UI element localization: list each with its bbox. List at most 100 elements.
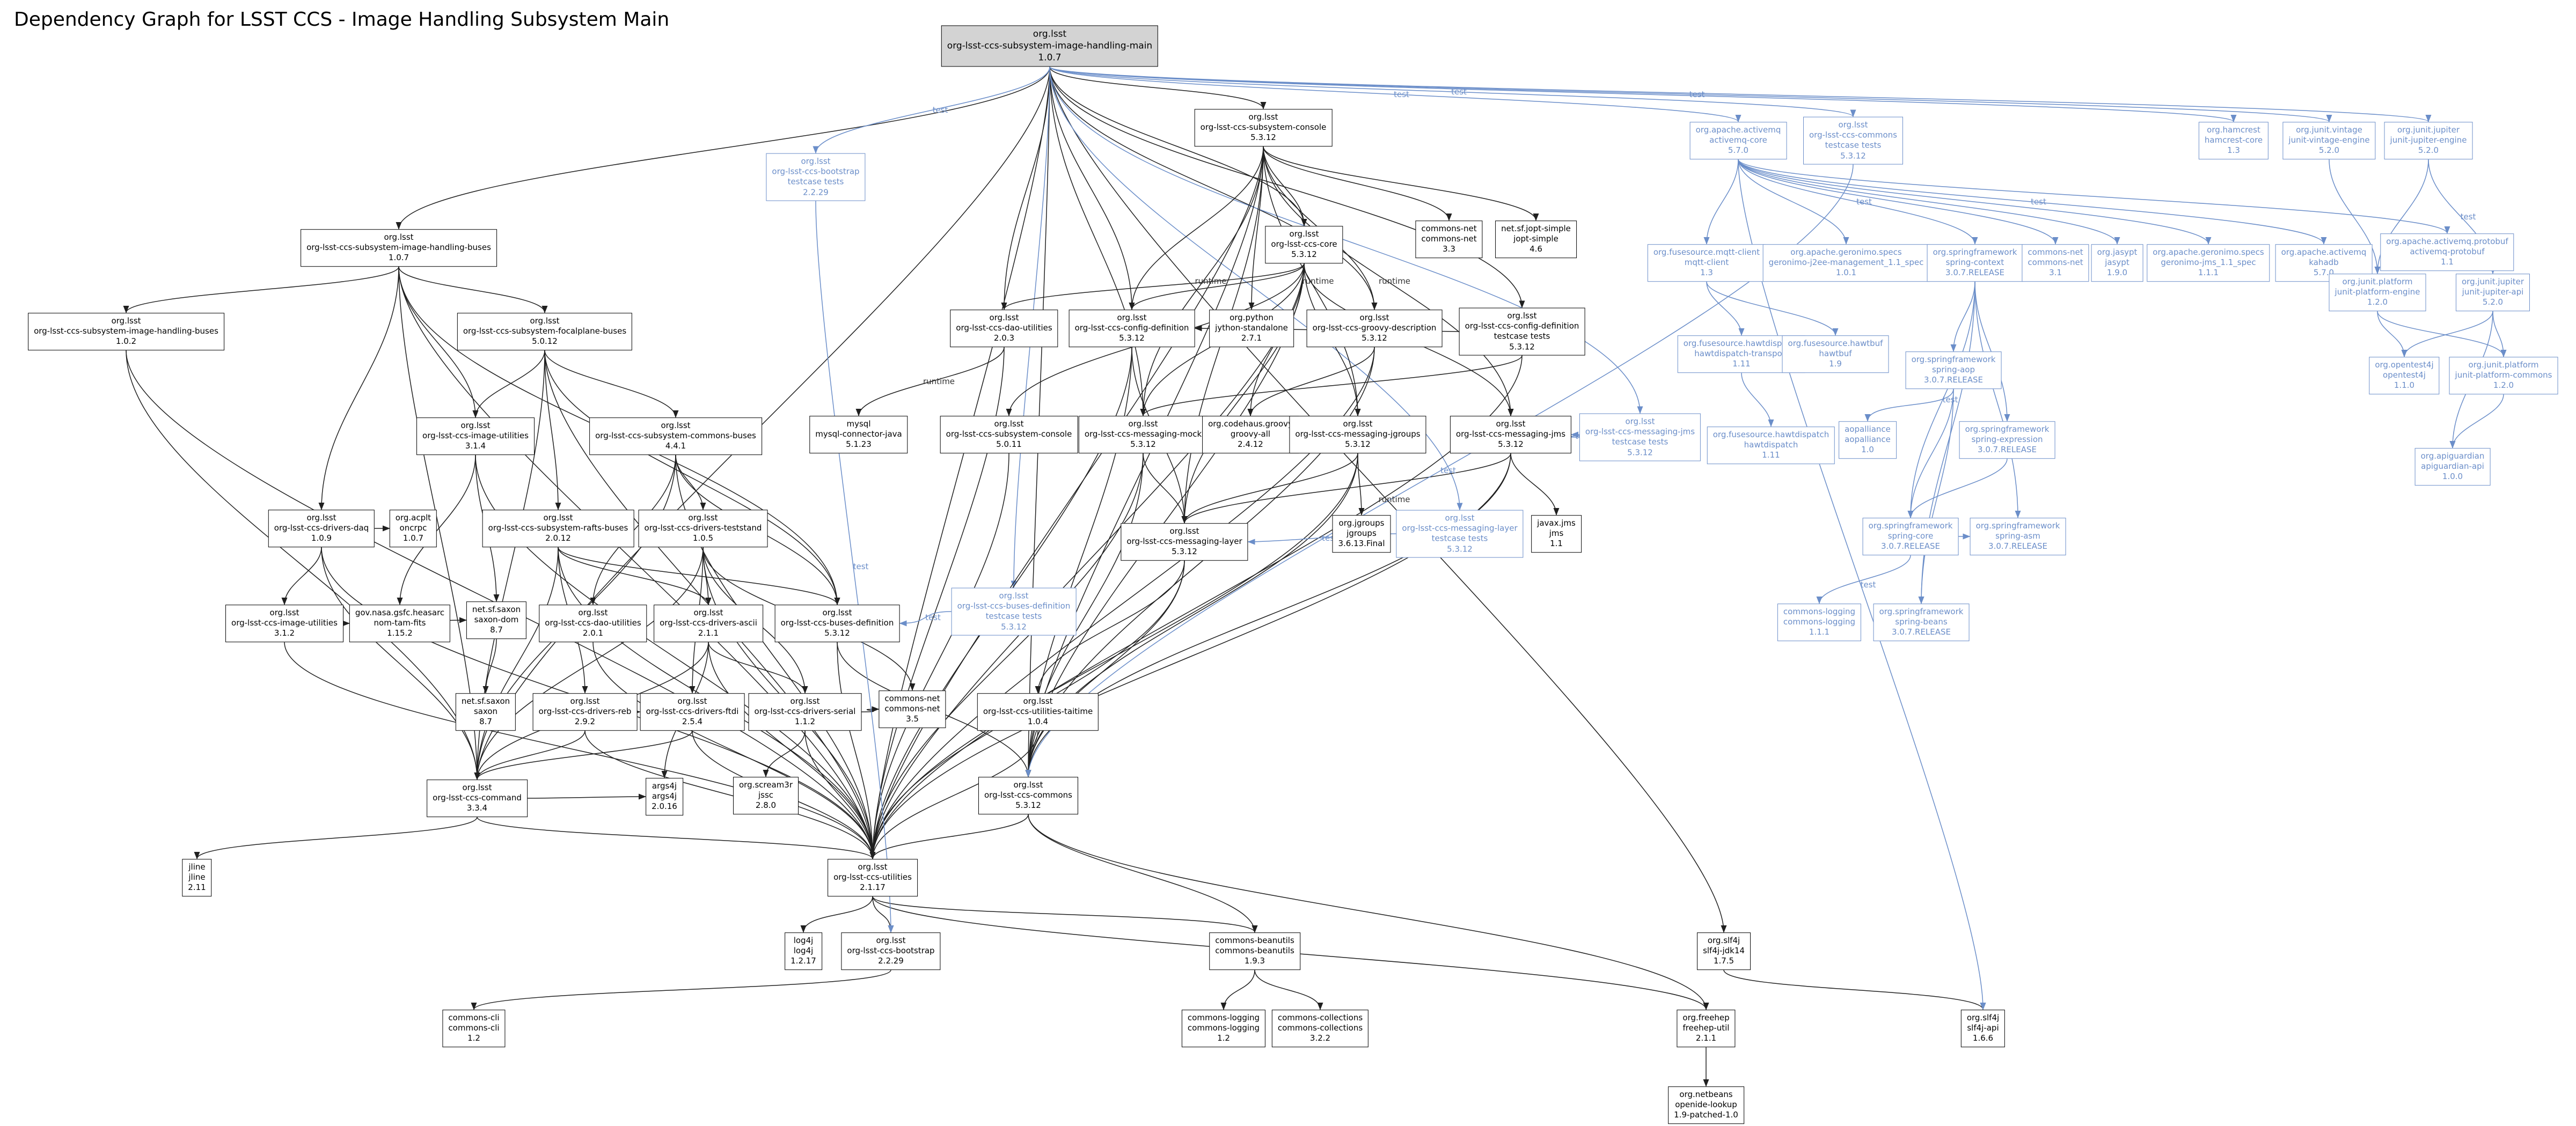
node-label-line: 3.3.4 [466, 803, 488, 813]
node-label-line: args4j [652, 781, 677, 791]
node-label-line: jasypt [2105, 257, 2129, 268]
node-label-line: hawtdispatch-transport [1694, 349, 1789, 359]
edge-activemq-spring_context [1738, 159, 1978, 245]
node-label-line: kahadb [2309, 257, 2339, 268]
node-label-line: org.springframework [1965, 424, 2050, 435]
node-label-line: org-lsst-ccs-command [433, 793, 522, 803]
node-label-line: 8.7 [490, 625, 503, 635]
edge-drivers_serial-utilities [804, 730, 876, 859]
node-label-line: org.lsst [462, 783, 492, 793]
node-label-line: testcase tests [1612, 437, 1668, 447]
node-label-line: 1.1 [2441, 257, 2454, 267]
edge-main-config_definition [1049, 67, 1135, 310]
node-label-line: org.lsst [999, 591, 1029, 601]
node-label-line: commons-beanutils [1215, 946, 1294, 956]
node-label-line: org.netbeans [1679, 1090, 1733, 1100]
edge-spring_context-spring_expression [1974, 281, 2010, 422]
edge-messaging_jgroups-messaging_layer [1181, 453, 1358, 524]
node-label-line: 1.2.17 [791, 956, 816, 966]
edge-console-config_definition [1129, 146, 1264, 310]
node-label-line: org-lsst-ccs-groovy-description [1312, 323, 1437, 333]
node-label-line: org-lsst-ccs-subsystem-image-handling-bu… [34, 326, 218, 336]
node-label-line: org.slf4j [1707, 936, 1740, 946]
node-label-line: 2.0.3 [993, 333, 1015, 343]
node-label-line: 2.1.1 [698, 628, 719, 638]
node-label-line: 2.0.1 [582, 628, 604, 638]
node-label-line: org.lsst [1445, 513, 1475, 523]
node-label-line: org.junit.vintage [2296, 125, 2362, 135]
node-label-line: org-lsst-ccs-bootstrap [772, 166, 860, 176]
node-label-line: testcase tests [1825, 141, 1882, 150]
node-label-line: aopalliance [1845, 424, 1891, 435]
node-label-line: nom-tam-fits [374, 618, 426, 628]
edge-activemq-kahadb [1738, 159, 2327, 245]
node-label-line: 2.8.0 [755, 800, 777, 811]
node-label-line: 3.5 [906, 714, 919, 724]
edge-console_5011-utilities [869, 453, 1009, 859]
edge-bootstrap_tests-bootstrap [815, 201, 894, 933]
edge-focalplane_buses-buses_definition [544, 350, 840, 605]
edge-bootstrap-commons_cli [471, 969, 891, 1010]
node-label-line: org.lsst [1013, 780, 1043, 790]
node-label-line: org.python [1230, 313, 1274, 323]
node-label-line: org.lsst [693, 608, 723, 618]
edge-console-utilities [869, 146, 1264, 859]
edge-spring_context-spring_asm [1974, 281, 2021, 518]
node-label-line: 5.3.12 [1840, 151, 1866, 161]
edge-console-jopt_simple [1263, 146, 1539, 221]
edge-junit_jupiter_api-opentest4j [2401, 311, 2493, 357]
edge-label-test: test [2031, 197, 2046, 207]
node-label-line: org-lsst-ccs-bootstrap [847, 946, 935, 956]
edge-ihb_buses_107-utilities [398, 266, 876, 859]
node-label-line: 5.0.12 [532, 336, 558, 347]
edge-junit_platform_engine-opentest4j [2377, 311, 2407, 357]
node-label-line: org.lsst [460, 421, 491, 431]
edge-console-messaging_jms [1263, 146, 1514, 416]
node-label-line: org-lsst-ccs-image-utilities [231, 618, 338, 628]
node-label-line: org.lsst [1169, 526, 1199, 536]
node-label-line: spring-expression [1971, 435, 2043, 445]
node-label-line: saxon-dom [474, 615, 519, 625]
graph-title: Dependency Graph for LSST CCS - Image Ha… [14, 9, 670, 31]
node-label-line: jgroups [1346, 528, 1377, 539]
node-label-line: org-lsst-ccs-subsystem-commons-buses [595, 431, 756, 441]
node-label-line: org.lsst [677, 696, 707, 706]
node-label-line: org.junit.jupiter [2461, 277, 2524, 287]
edge-utilities-beanutils [872, 896, 1258, 933]
node-label-line: org.lsst [530, 316, 560, 326]
node-label-line: org-lsst-ccs-subsystem-image-handling-bu… [306, 242, 491, 253]
edge-label-test: test [925, 613, 941, 622]
edge-label-test: test [1856, 197, 1872, 207]
node-label-line: org-lsst-ccs-core [1271, 239, 1337, 249]
node-label-line: 5.3.12 [1119, 333, 1145, 343]
node-label-line: slf4j-api [1967, 1023, 1999, 1033]
node-label-line: freehep-util [1682, 1023, 1730, 1033]
node-label-line: geronimo-j2ee-management_1.1_spec [1768, 257, 1924, 268]
node-label-line: org.lsst [790, 696, 820, 706]
node-label-line: 3.1.2 [274, 628, 295, 638]
node-label-line: org.lsst [822, 608, 852, 618]
node-label-line: 3.0.7.RELEASE [1924, 375, 1983, 385]
node-label-line: oncrpc [399, 523, 427, 533]
edge-console-messaging_mock [1140, 146, 1264, 416]
node-label-line: activemq-protobuf [2410, 247, 2485, 257]
edge-buses_definition-utilities [837, 642, 876, 859]
